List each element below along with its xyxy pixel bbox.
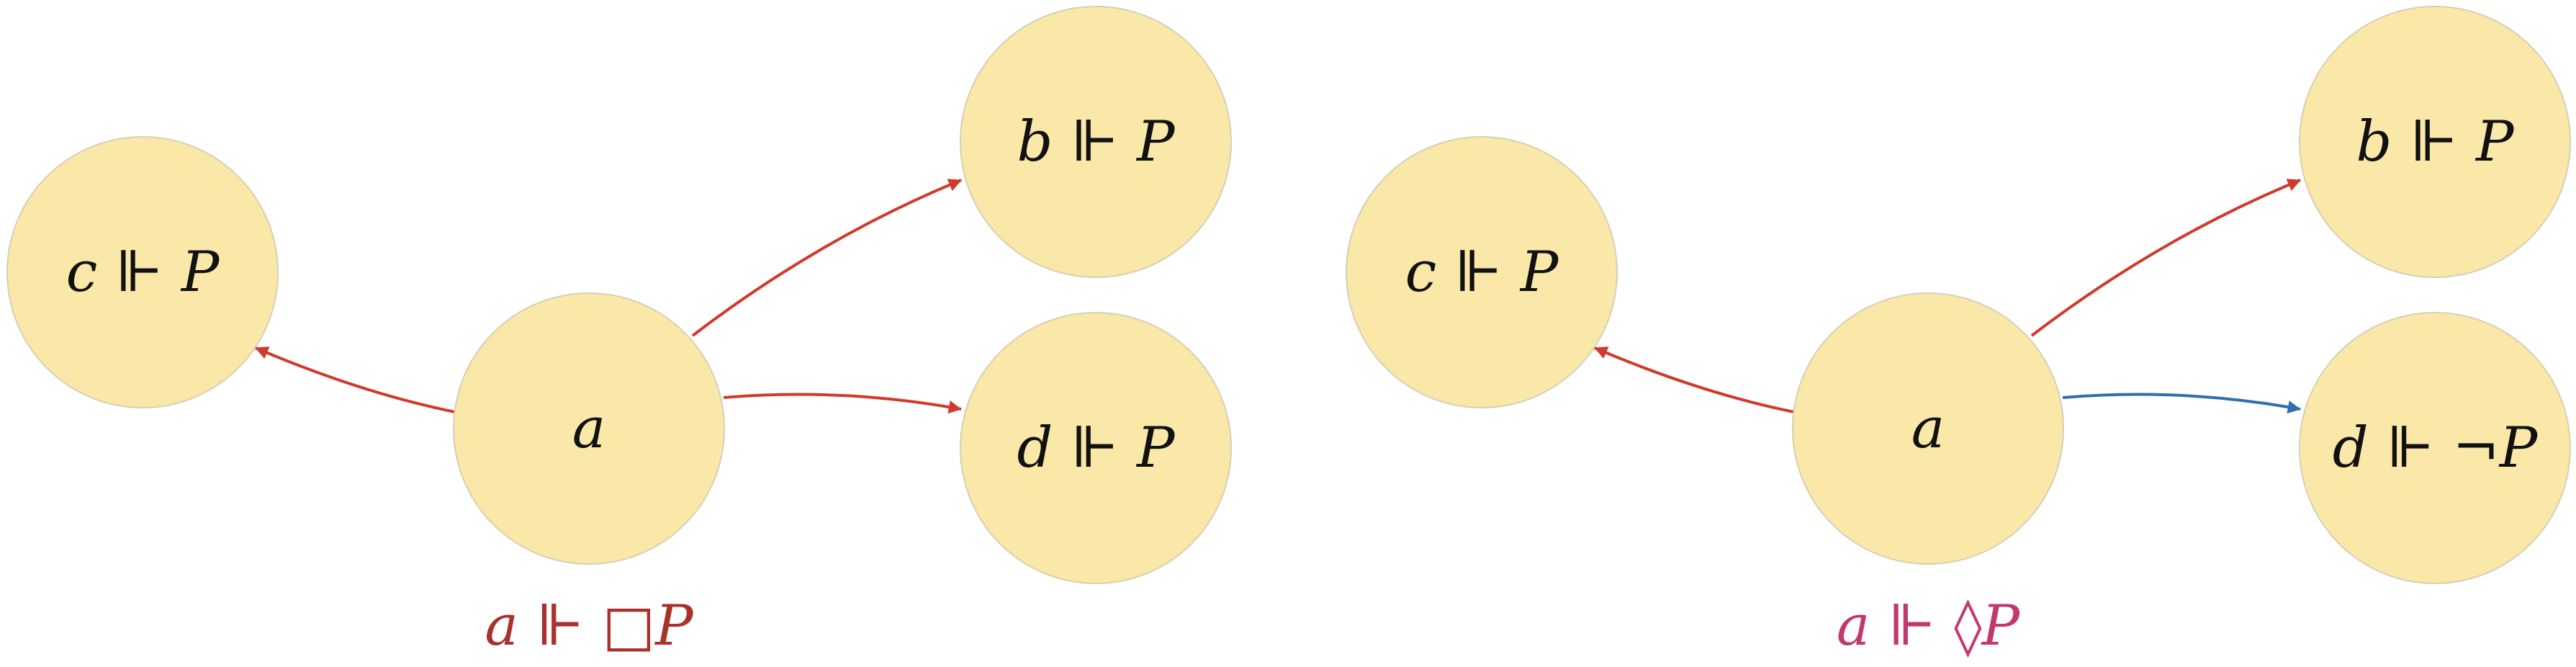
node-b-label: b ⊩ P <box>1017 109 1176 174</box>
caption-right: a ⊩ ◊P <box>1837 594 2021 658</box>
edge-a-to-b <box>2030 179 2301 337</box>
edge-a-to-d <box>723 393 962 414</box>
node-d-label: d ⊩ P <box>1017 416 1176 480</box>
node-a: a <box>1792 292 2064 565</box>
node-c-label: c ⊩ P <box>66 240 220 305</box>
node-c: c ⊩ P <box>6 136 279 408</box>
node-c-label: c ⊩ P <box>1405 240 1559 305</box>
node-c: c ⊩ P <box>1346 136 1618 408</box>
right-diagram: c ⊩ P a b ⊩ P d ⊩ ¬P a ⊩ ◊P <box>1346 6 2571 658</box>
node-d: d ⊩ P <box>960 312 1232 584</box>
edge-a-to-c <box>255 346 456 413</box>
node-d-label: d ⊩ ¬P <box>2333 416 2539 480</box>
node-a: a <box>453 292 725 565</box>
node-b: b ⊩ P <box>960 6 1232 278</box>
node-b-label: b ⊩ P <box>2356 109 2515 174</box>
edge-a-to-b <box>691 179 962 337</box>
node-a-label: a <box>1911 396 1945 461</box>
left-diagram: c ⊩ P a b ⊩ P d ⊩ P a ⊩ □P <box>6 6 1232 658</box>
node-d: d ⊩ ¬P <box>2299 312 2571 584</box>
node-b: b ⊩ P <box>2299 6 2571 278</box>
edge-a-to-d <box>2062 393 2301 414</box>
node-a-label: a <box>572 396 606 461</box>
caption-left: a ⊩ □P <box>485 594 694 658</box>
edge-a-to-c <box>1594 346 1795 413</box>
